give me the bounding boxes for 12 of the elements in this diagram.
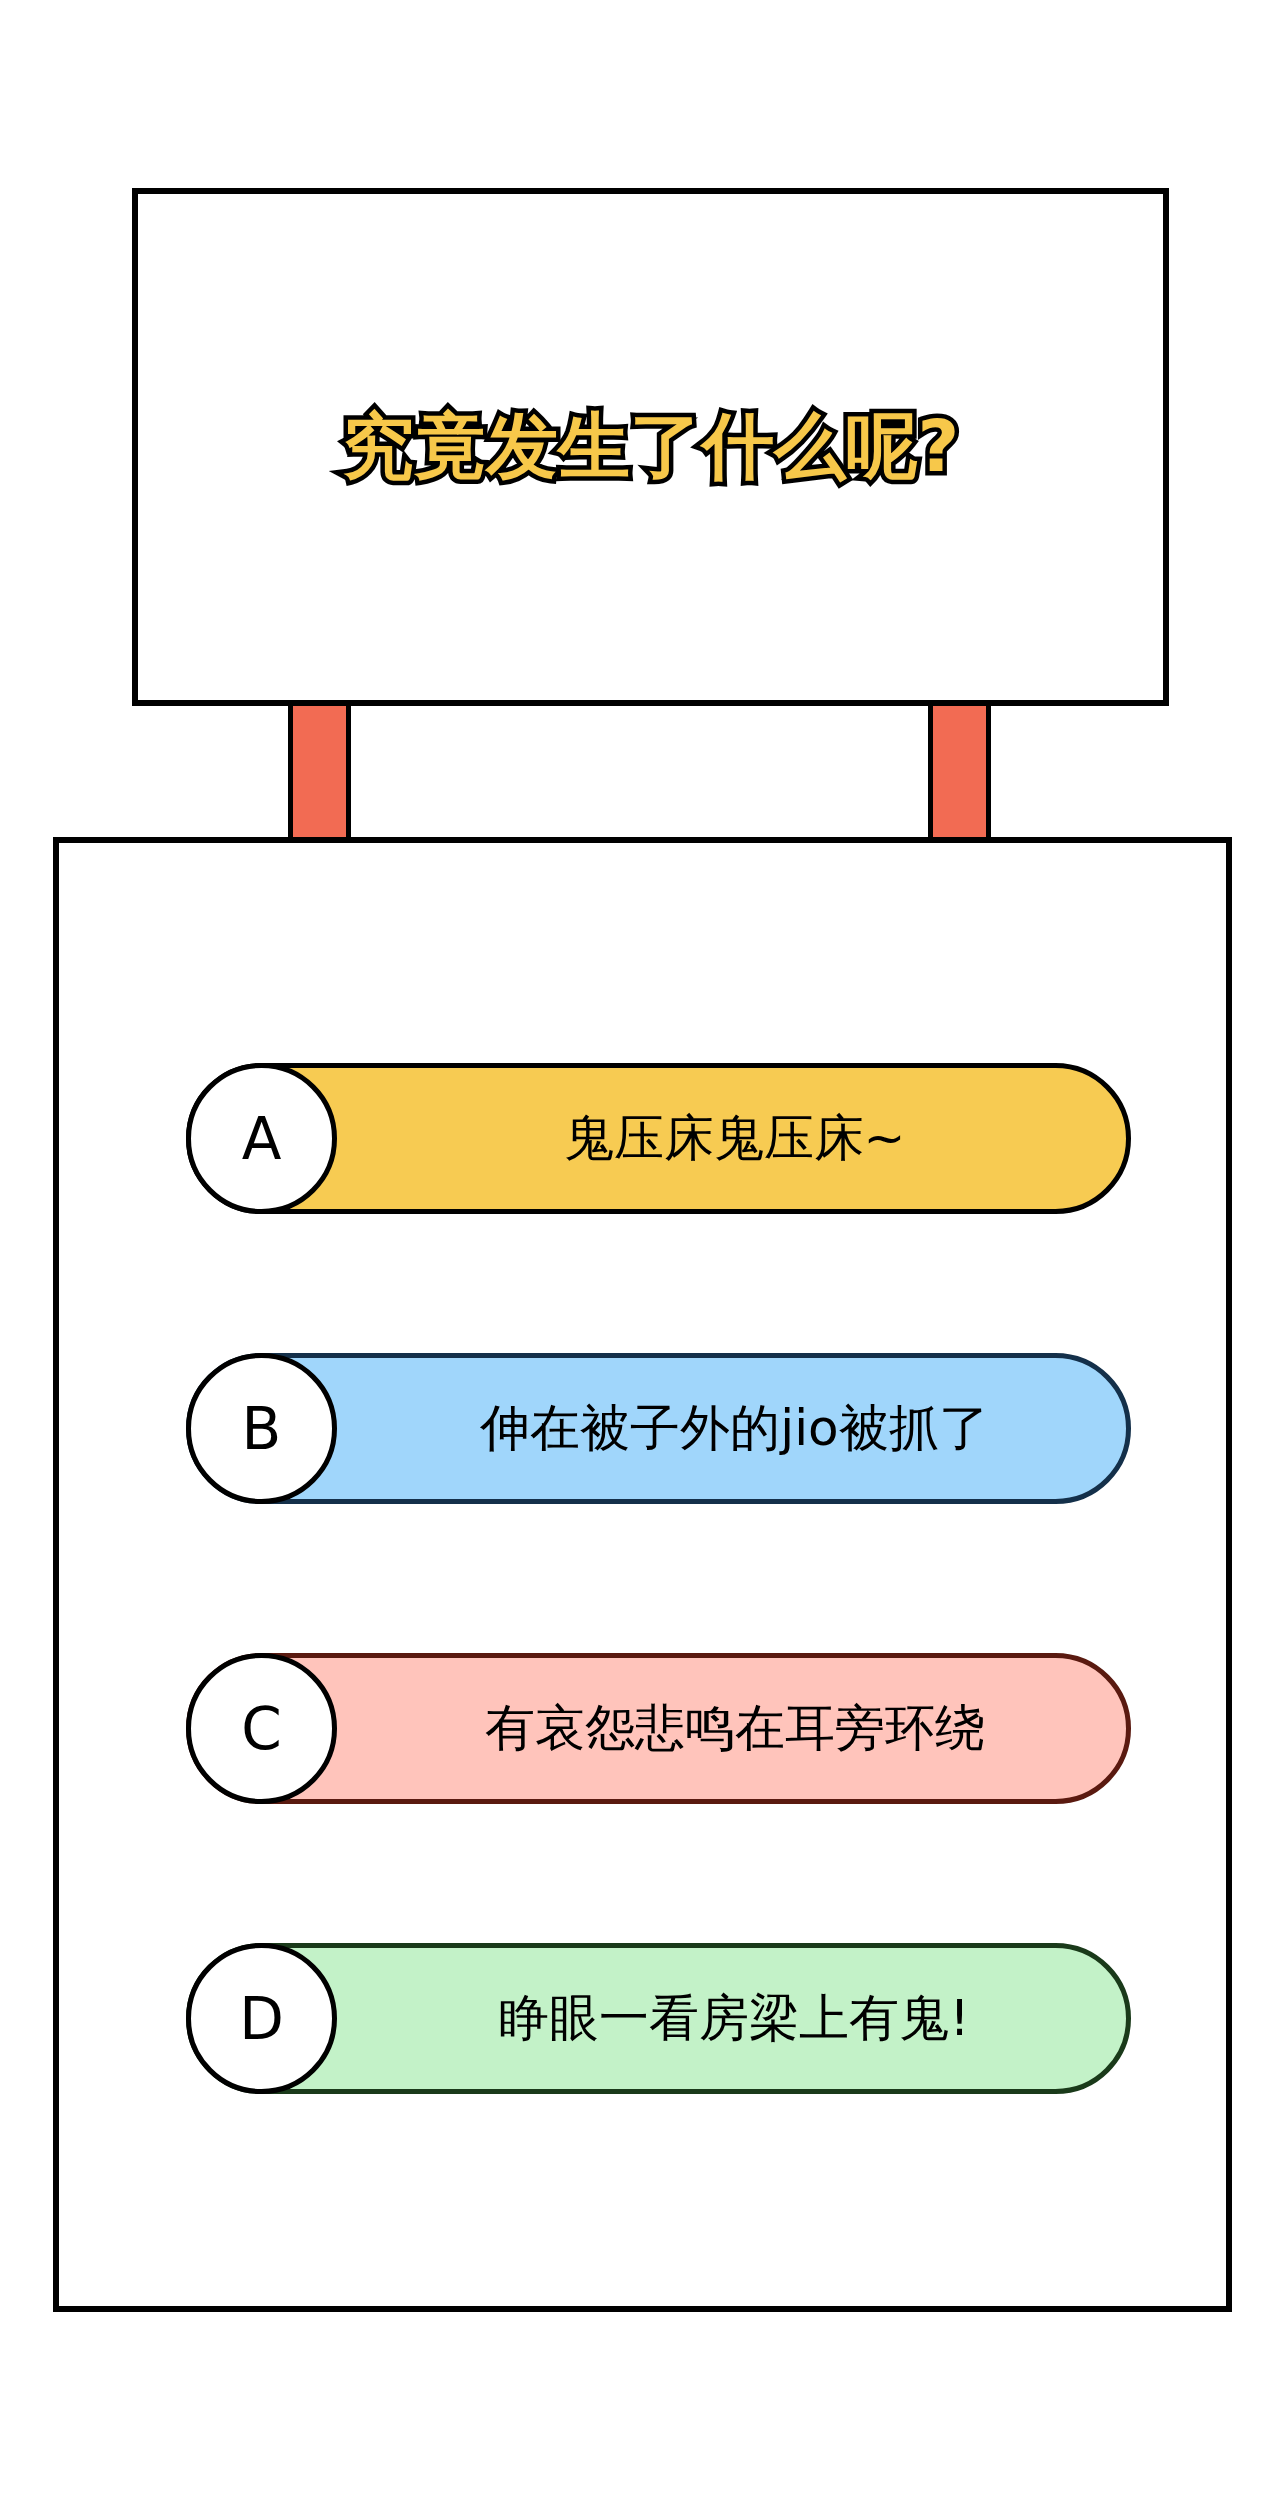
- option-letter: A: [186, 1063, 337, 1214]
- option-text: 鬼压床鬼压床~: [562, 1108, 907, 1169]
- option-text: 有哀怨悲鸣在耳旁环绕: [483, 1698, 986, 1759]
- option-letter: C: [186, 1653, 337, 1804]
- option-letter: B: [186, 1353, 337, 1504]
- sign-post: [928, 706, 991, 837]
- option-text: 伸在被子外的jio被抓了: [479, 1398, 990, 1459]
- option-text: 睁眼一看房梁上有鬼!: [498, 1988, 971, 2049]
- sign-post: [288, 706, 351, 837]
- answer-board: [53, 837, 1232, 2312]
- sign-board: [132, 188, 1169, 706]
- option-letter: D: [186, 1943, 337, 2094]
